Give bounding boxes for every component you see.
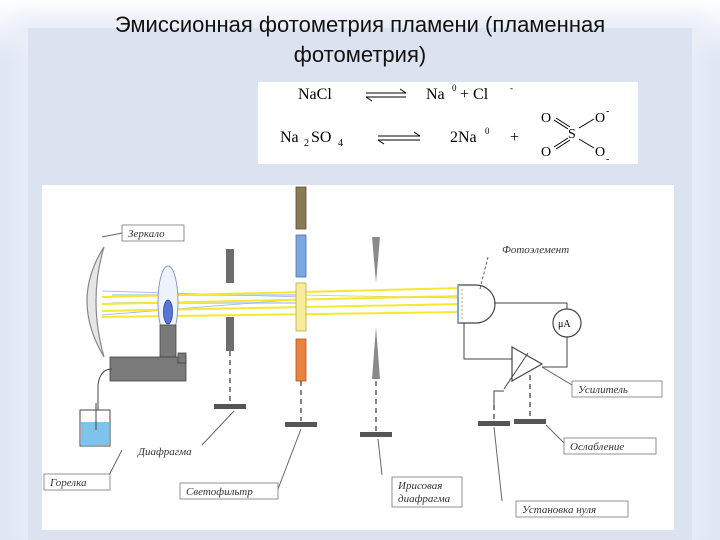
zero-knob	[478, 421, 510, 426]
amplifier-adjust	[503, 352, 529, 390]
mirror-label-box	[121, 224, 185, 242]
flame-photometer-diagram: Зеркало Горелка Диафрагм	[42, 185, 674, 530]
burner-label: Горелка	[49, 477, 87, 489]
eq1-left: NaCl	[298, 86, 332, 103]
amplifier-leader	[541, 366, 573, 386]
microammeter	[552, 308, 582, 338]
equations-svg: NaCl Na 0 + Cl - Na 2 SO 4 2Na 0 + O O -	[280, 83, 609, 165]
attenuation-knob	[514, 419, 546, 424]
mirror-leader	[101, 232, 123, 238]
light-filter	[285, 186, 317, 427]
slide-title: Эмиссионная фотометрия пламени (пламенна…	[40, 10, 680, 70]
eq2-na: Na	[280, 129, 299, 146]
diagram-svg: Зеркало Горелка Диафрагм	[43, 186, 663, 518]
diaphragm-leader	[201, 410, 235, 446]
circuit-wires	[463, 302, 568, 421]
filter-label: Светофильтр	[186, 486, 253, 498]
zero-label-box	[515, 500, 629, 518]
mirror-shape	[86, 246, 105, 358]
sulfate-o-bottom-right: O	[595, 145, 605, 160]
light-beams	[101, 287, 463, 318]
diaphragm	[214, 249, 246, 409]
eq1-arrows	[365, 88, 407, 102]
slide-title-line2: фотометрия)	[293, 42, 427, 67]
photoelement-leader	[479, 256, 489, 290]
attenuation-label-box	[563, 437, 657, 455]
sulfate-s: S	[568, 127, 576, 142]
sample-beaker	[79, 403, 111, 447]
eq2-so: SO	[311, 129, 331, 146]
photoelement	[457, 284, 496, 324]
eq1-na: Na	[426, 86, 445, 103]
eq2-right: 2Na	[450, 129, 477, 146]
filter-leader	[277, 428, 302, 490]
sulfate-o-bottom-left: O	[541, 145, 551, 160]
mirror-label: Зеркало	[128, 228, 165, 240]
photoelement-label: Фотоэлемент	[502, 244, 569, 256]
eq1-plus-cl: + Cl	[460, 86, 489, 103]
flame	[163, 299, 173, 325]
attenuation-leader	[545, 424, 565, 444]
microammeter-label: μA	[558, 319, 571, 330]
burner	[97, 324, 187, 413]
diaphragm-label: Диафрагма	[137, 446, 192, 458]
iris-label-box	[391, 476, 463, 508]
eq1-na-sup: 0	[452, 83, 457, 93]
iris-label-line2: диафрагма	[398, 493, 451, 505]
eq2-sub2: 2	[304, 138, 309, 149]
eq2-right-sup: 0	[485, 126, 490, 136]
sulfate-o-top-left: O	[541, 111, 551, 126]
eq1-cl-sup: -	[510, 83, 513, 93]
attenuation-label: Ослабление	[570, 441, 624, 453]
eq2-sub4: 4	[338, 138, 343, 149]
amplifier	[511, 345, 544, 383]
eq2-plus: +	[510, 129, 519, 146]
iris-label-line1: Ирисовая	[397, 480, 442, 492]
sulfate-minus-bottom: -	[606, 154, 609, 164]
sulfate-minus-top: -	[606, 106, 609, 117]
sulfate-structure: O O - S O O -	[541, 106, 609, 165]
amplifier-label: Усилитель	[578, 384, 628, 396]
equations-box: NaCl Na 0 + Cl - Na 2 SO 4 2Na 0 + O O -	[258, 82, 638, 165]
zero-leader	[493, 426, 503, 502]
iris-leader	[377, 438, 383, 476]
eq2-arrows	[377, 131, 421, 145]
amplifier-label-box	[571, 380, 663, 398]
sulfate-o-top-right: O	[595, 111, 605, 126]
burner-label-box	[43, 473, 111, 491]
iris-diaphragm	[360, 237, 392, 437]
slide-title-line1: Эмиссионная фотометрия пламени (пламенна…	[114, 12, 606, 37]
zero-label: Установка нуля	[522, 504, 596, 516]
filter-label-box	[179, 482, 279, 500]
zero-link	[493, 390, 504, 405]
